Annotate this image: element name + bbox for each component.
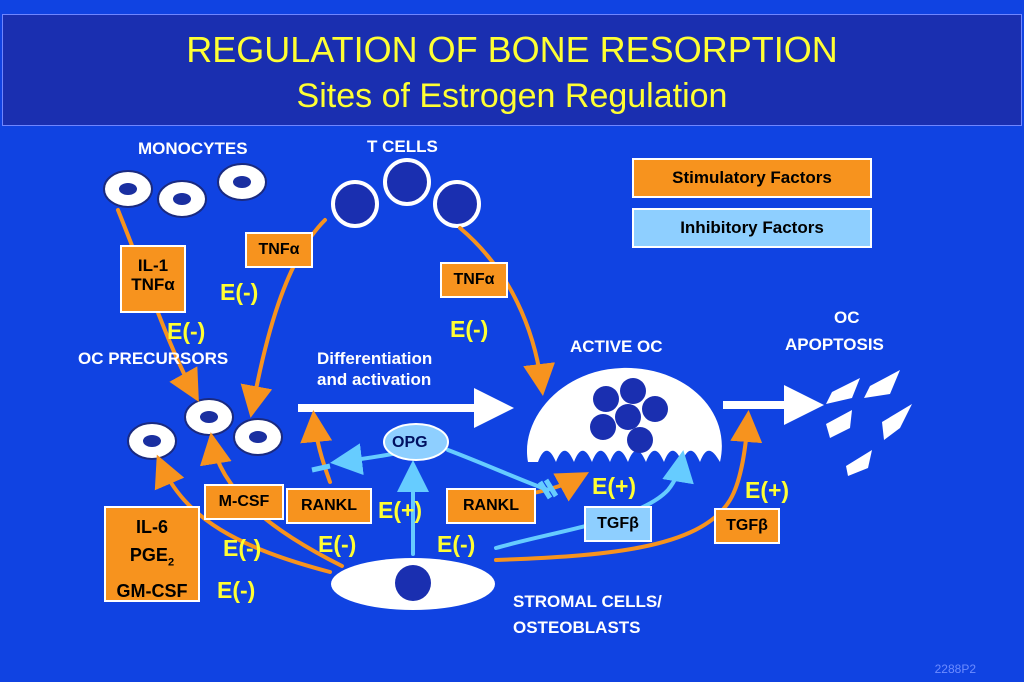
e-minus-il1: E(-)	[167, 318, 206, 344]
oc-precursor-cells	[127, 398, 283, 460]
legend-stimulatory: Stimulatory Factors	[632, 158, 872, 198]
active-oc-label: ACTIVE OC	[570, 337, 663, 356]
rankl-box-right: RANKL	[446, 488, 536, 524]
e-plus-opg: E(+)	[378, 497, 423, 523]
title-box: REGULATION OF BONE RESORPTION Sites of E…	[2, 14, 1022, 126]
stromal-label-1: STROMAL CELLS/	[513, 592, 662, 611]
tgf-beta-box-inhib: TGFβ	[584, 506, 652, 542]
mcsf-box: M-CSF	[204, 484, 284, 520]
e-plus-tgf-stim: E(+)	[745, 477, 790, 503]
e-minus-rankl-right: E(-)	[437, 531, 476, 557]
e-plus-tgf-inhib: E(+)	[592, 473, 637, 499]
apoptotic-fragments	[826, 370, 912, 476]
active-osteoclast	[526, 367, 722, 462]
gmcsf-label: GM-CSF	[116, 580, 188, 601]
tnf-alpha-box-left: TNFα	[245, 232, 313, 268]
oc-apoptosis-label-1: OC	[834, 308, 860, 327]
tnf-alpha-label: TNFα	[131, 275, 175, 294]
t-cells	[331, 158, 481, 228]
e-minus-mcsf: E(-)	[223, 535, 262, 561]
legend-inhibitory: Inhibitory Factors	[632, 208, 872, 248]
oc-apoptosis-label-2: APOPTOSIS	[785, 335, 884, 354]
il6-pge2-gmcsf-box: IL-6 PGE2 GM-CSF	[104, 506, 200, 602]
tnf-alpha-box-right: TNFα	[440, 262, 508, 298]
e-minus-il6: E(-)	[217, 577, 256, 603]
opg-label: OPG	[392, 434, 428, 451]
oc-precursors-label: OC PRECURSORS	[78, 349, 229, 368]
stromal-cell	[331, 558, 495, 610]
slide-title: REGULATION OF BONE RESORPTION	[186, 29, 838, 70]
differentiation-label-1: Differentiation	[317, 349, 433, 368]
slide-subtitle: Sites of Estrogen Regulation	[296, 77, 728, 115]
e-minus-tnf-left: E(-)	[220, 279, 259, 305]
pge2-label: PGE2	[129, 545, 175, 569]
monocyte-cells	[103, 163, 267, 218]
rankl-box-left: RANKL	[286, 488, 372, 524]
monocytes-label: MONOCYTES	[138, 139, 248, 158]
il6-label: IL-6	[135, 517, 168, 537]
e-minus-tnf-right: E(-)	[450, 316, 489, 342]
t-cells-label: T CELLS	[367, 137, 438, 156]
stromal-label-2: OSTEOBLASTS	[513, 618, 641, 637]
il1-tnf-box: IL-1 TNFα	[120, 245, 186, 313]
slide-code: 2288P2	[934, 662, 976, 676]
e-minus-rankl-left: E(-)	[318, 531, 357, 557]
il1-label: IL-1	[137, 256, 169, 275]
opg-oval	[383, 423, 449, 461]
tgf-beta-box-stim: TGFβ	[714, 508, 780, 544]
differentiation-label-2: and activation	[317, 370, 432, 389]
